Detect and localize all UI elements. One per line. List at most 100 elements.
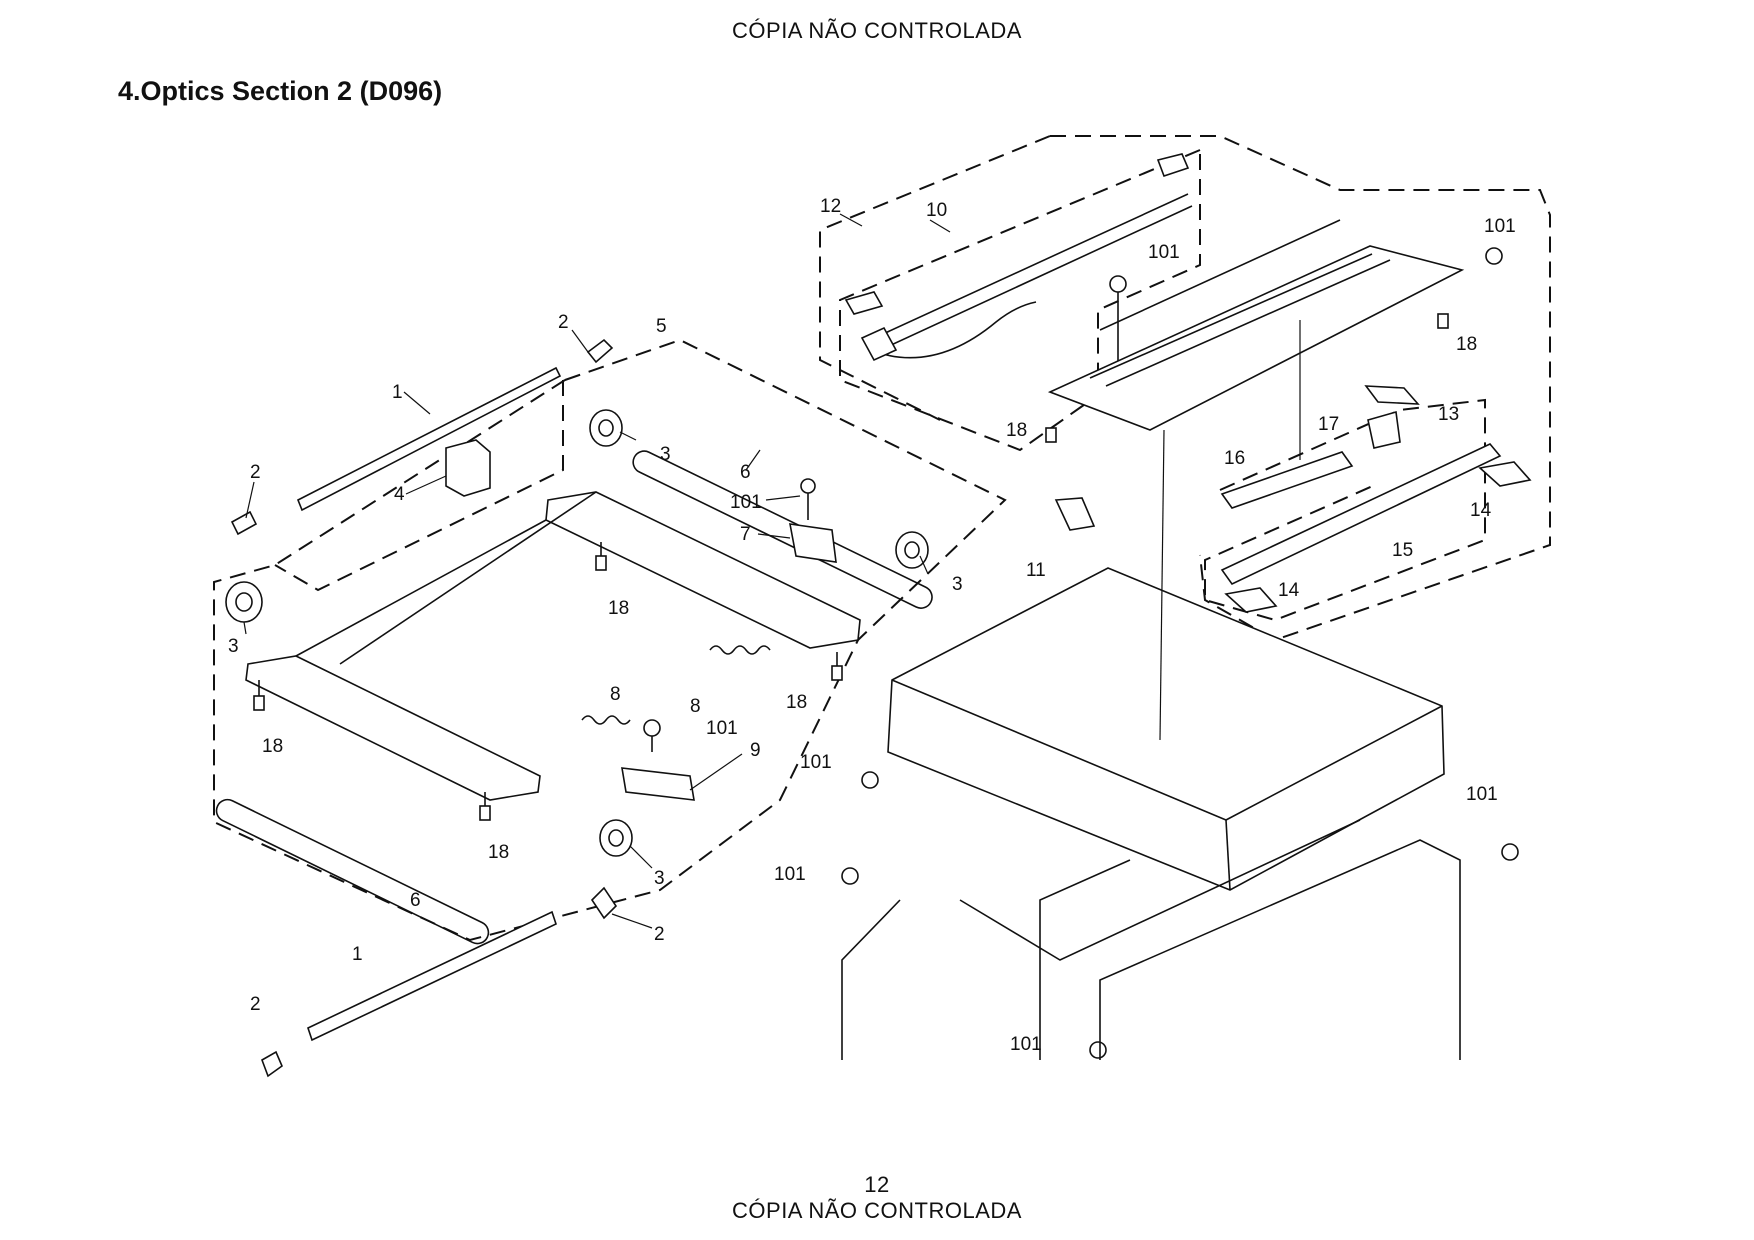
clamp-2-a: [586, 338, 614, 364]
callout-18-e: 18: [1006, 420, 1027, 441]
callout-18-a: 18: [608, 598, 629, 619]
callout-8-a: 8: [690, 696, 701, 717]
screw-18-b: [831, 652, 843, 681]
callout-18-d: 18: [488, 842, 509, 863]
callout-101-d: 101: [706, 718, 738, 739]
callout-1-lower: 1: [352, 944, 363, 965]
clip-top: [1156, 153, 1190, 178]
screw-101-f: [841, 867, 859, 885]
callout-101-g: 101: [1466, 784, 1498, 805]
pulley-3-c: [225, 581, 263, 623]
screw-18-c: [253, 680, 265, 711]
header-banner: CÓPIA NÃO CONTROLADA: [732, 18, 1022, 43]
page-title: 4.Optics Section 2 (D096): [118, 76, 443, 106]
screw-101-d: [1485, 247, 1503, 265]
lamp-holder-12: [860, 326, 898, 362]
reflector-frame: [1047, 245, 1465, 431]
guide-15: [1220, 443, 1502, 586]
callout-3-c: 3: [228, 636, 239, 657]
footer-banner: CÓPIA NÃO CONTROLADA: [732, 1198, 1022, 1223]
assembly-boundary-main: [1050, 135, 1551, 642]
carriage-crossbar-b: [339, 491, 597, 665]
lower-chassis: [841, 819, 1461, 1060]
callout-12: 12: [820, 196, 841, 217]
screw-101-h: [1089, 1041, 1107, 1059]
timing-belt-6-upper: [632, 450, 933, 609]
callout-6-b: 6: [410, 890, 421, 911]
screw-18-a: [595, 542, 607, 571]
callout-2-c: 2: [654, 924, 665, 945]
callout-16: 16: [1224, 448, 1245, 469]
pulley-3-b: [895, 531, 929, 569]
callout-17: 17: [1318, 414, 1339, 435]
screw-101-g: [1501, 843, 1519, 861]
assembly-boundary-12: [819, 135, 1051, 421]
callout-2-a: 2: [558, 312, 569, 333]
screw-18-e: [1045, 427, 1057, 443]
callout-1-upper: 1: [392, 382, 403, 403]
callout-18-c: 18: [262, 736, 283, 757]
bracket-4: [445, 439, 491, 497]
bracket-17: [1367, 410, 1401, 449]
assembly-boundary-left-upper: [274, 380, 564, 592]
assembly-boundary-15: [1204, 398, 1486, 622]
callout-7: 7: [740, 524, 751, 545]
carriage-rail-lower: [245, 655, 541, 801]
spring-8-b: [581, 715, 631, 725]
board-16: [1220, 451, 1354, 509]
clamp-2-c: [590, 886, 618, 920]
clamp-2-d: [261, 1050, 283, 1078]
screw-18-f: [1437, 313, 1449, 329]
callout-2-d: 2: [250, 994, 261, 1015]
callout-101-b: 101: [1484, 216, 1516, 237]
callout-10: 10: [926, 200, 947, 221]
screw-18-d: [479, 792, 491, 821]
spring-8-a: [709, 645, 771, 655]
page-number: 12: [864, 1172, 890, 1197]
callout-101-c: 101: [730, 492, 762, 513]
guide-rail-1-lower: [307, 910, 557, 1042]
screw-101-b: [643, 719, 661, 752]
guide-rail-1-upper: [296, 366, 562, 512]
timing-belt-6-lower: [215, 798, 490, 945]
assembly-boundary-10: [839, 148, 1201, 452]
pulley-3-d: [599, 819, 633, 857]
lamp-10: [869, 193, 1193, 353]
callout-18-b: 18: [786, 692, 807, 713]
callout-101-f: 101: [774, 864, 806, 885]
callout-5: 5: [656, 316, 667, 337]
callout-14-b: 14: [1278, 580, 1300, 601]
lamp-connector-cable: [875, 301, 1037, 359]
holder-14-b: [1224, 587, 1278, 613]
screw-101-a: [800, 478, 816, 520]
carriage-crossbar-a: [295, 519, 547, 657]
callout-101-e: 101: [800, 752, 832, 773]
callout-3-d: 3: [654, 868, 665, 889]
holder-14-a: [1478, 461, 1532, 487]
callout-4: 4: [394, 484, 405, 505]
callout-14-a: 14: [1470, 500, 1492, 521]
callout-3-b: 3: [952, 574, 963, 595]
slider-plate-9: [621, 767, 695, 801]
callout-3-a: 3: [660, 444, 671, 465]
pulley-3-a: [589, 409, 623, 447]
screw-101-e: [861, 771, 879, 789]
callout-11: 11: [1026, 560, 1046, 581]
callout-18-f: 18: [1456, 334, 1477, 355]
clip-left: [844, 291, 884, 315]
callout-101-h: 101: [1010, 1034, 1042, 1055]
callout-9: 9: [750, 740, 761, 761]
callout-2-b: 2: [250, 462, 261, 483]
clamp-2-b: [230, 510, 258, 536]
bracket-13: [1364, 385, 1420, 405]
callout-6-a: 6: [740, 462, 751, 483]
callout-13: 13: [1438, 404, 1459, 425]
assembly-boundary-5: [213, 338, 1007, 942]
slider-plate-7: [789, 523, 837, 563]
carriage-rail-upper: [545, 491, 861, 649]
scanner-frame: [887, 567, 1445, 891]
callout-8-b: 8: [610, 684, 621, 705]
bracket-11: [1054, 497, 1096, 531]
callout-labels: 1 1 2 2 2 2 3 3 3 3 4 5 6 6 7 8 8 9 10 1…: [228, 196, 1516, 1055]
